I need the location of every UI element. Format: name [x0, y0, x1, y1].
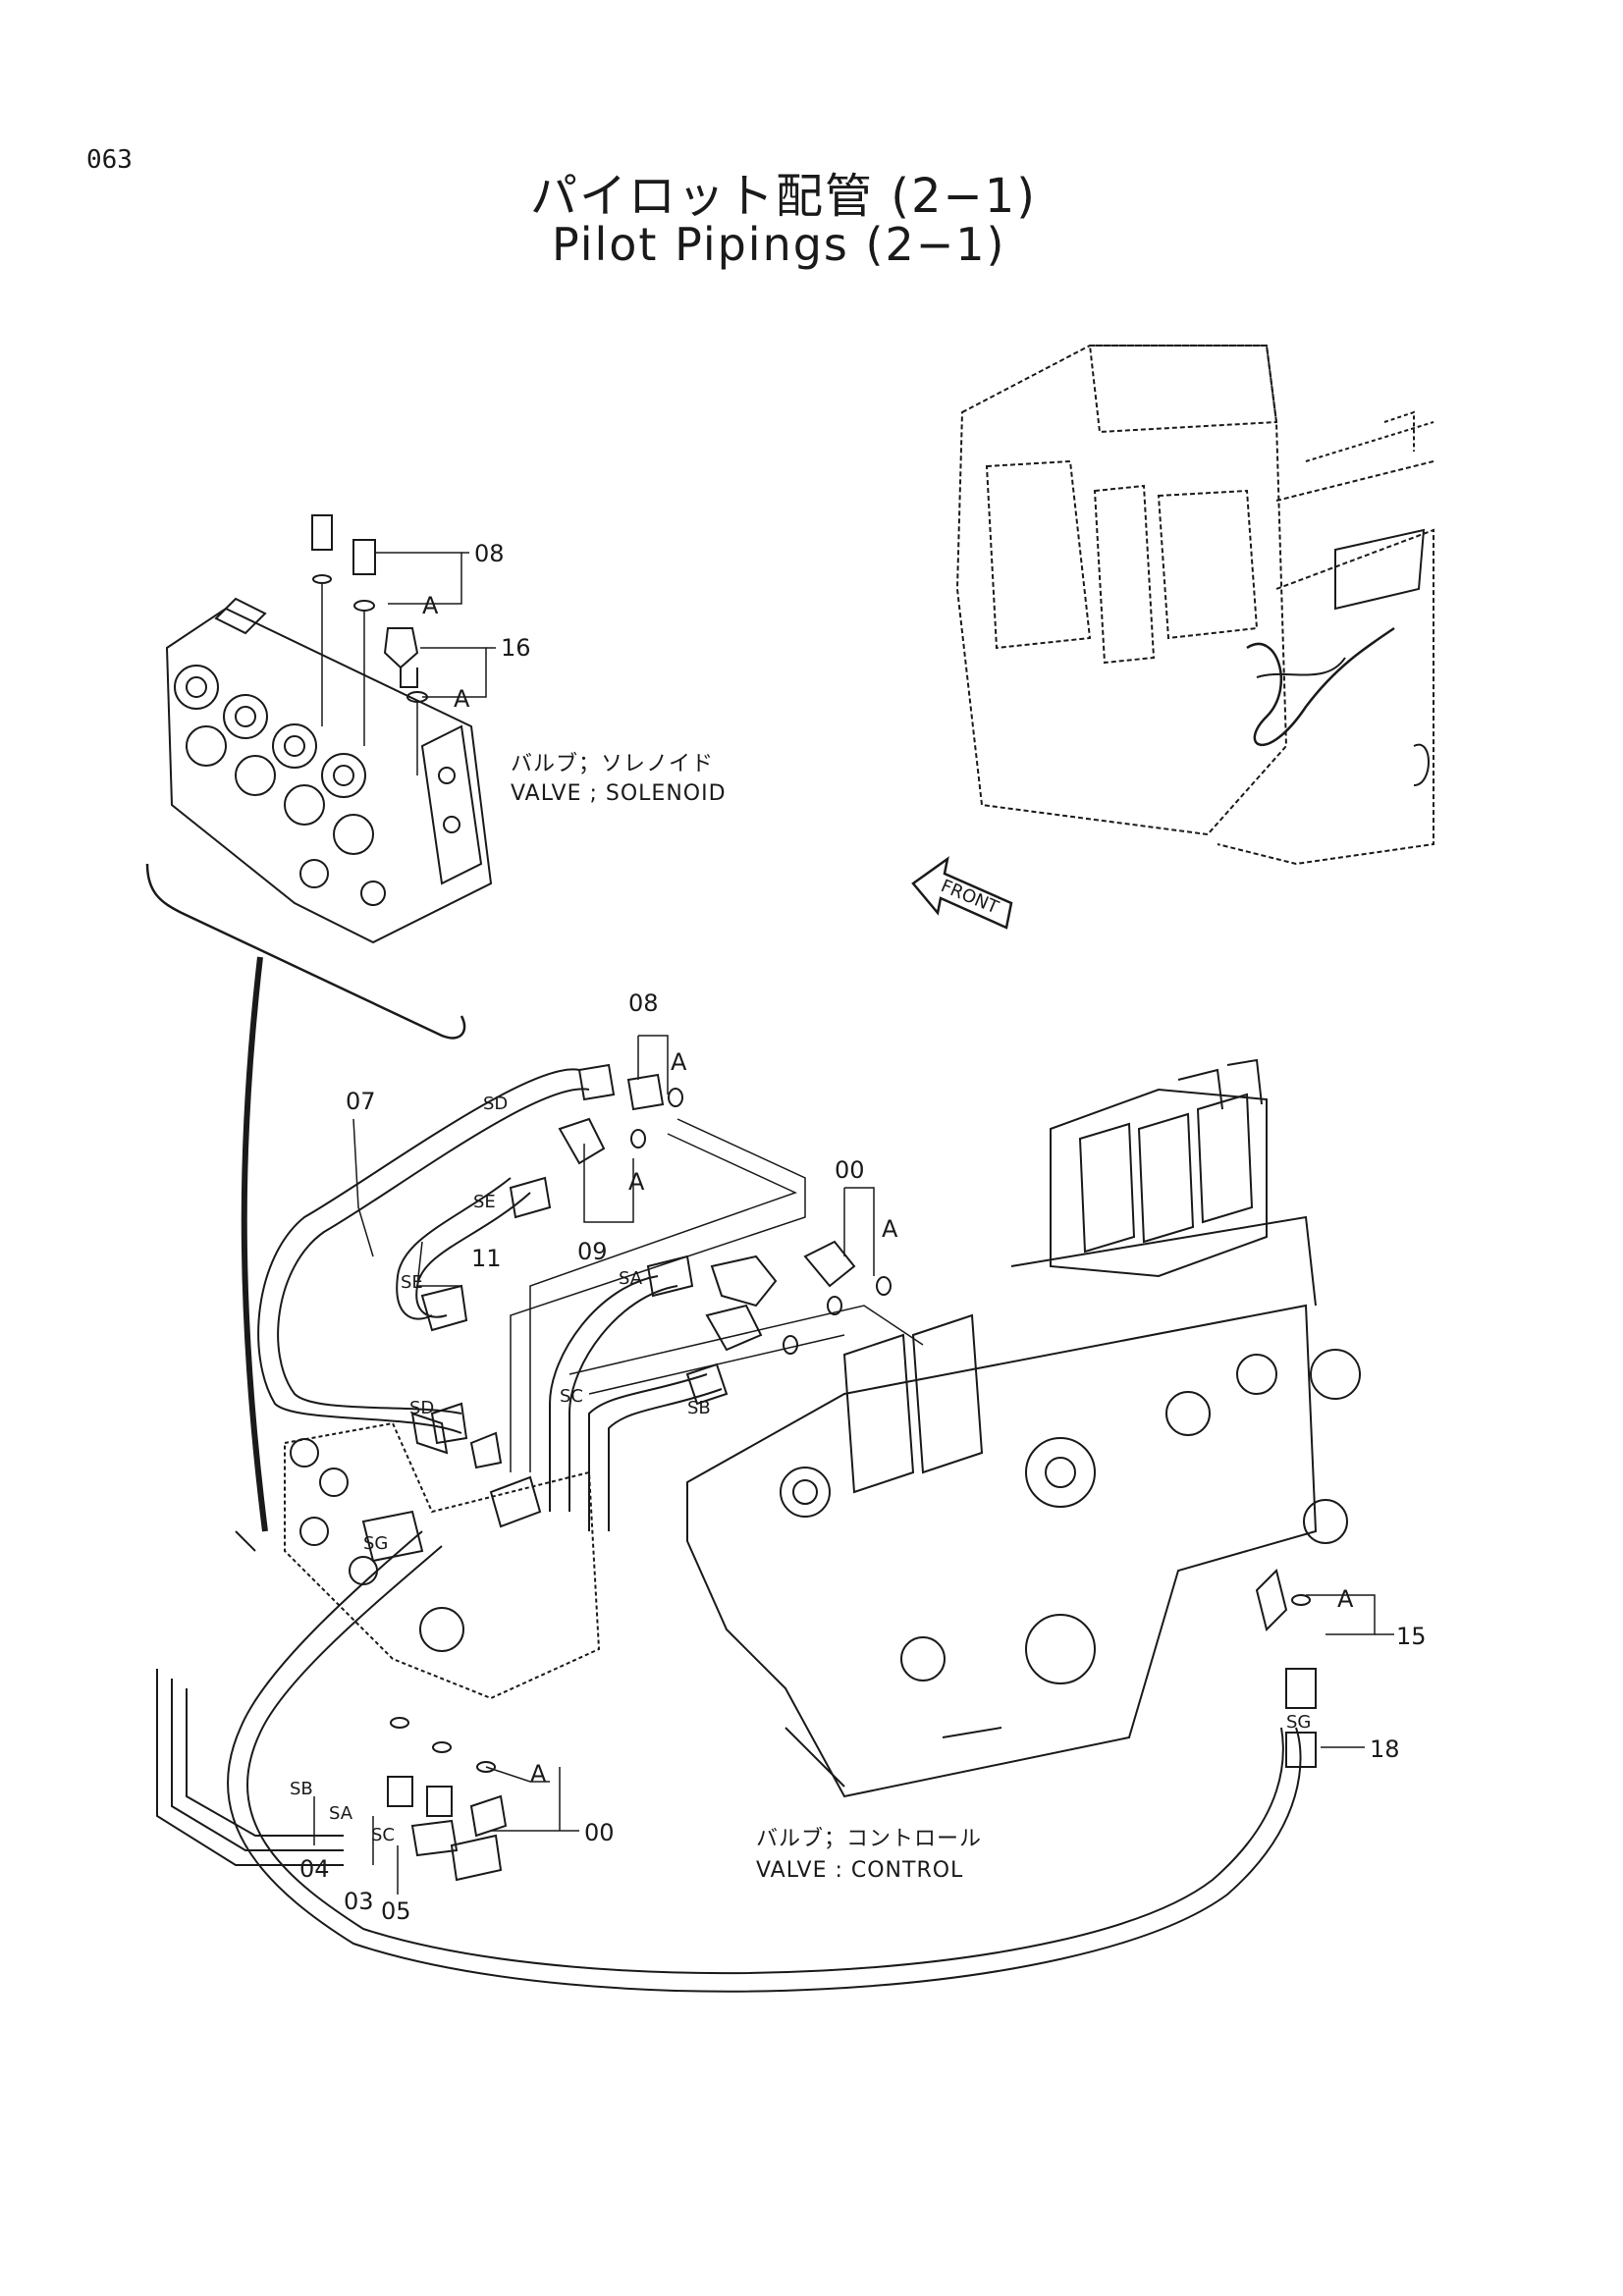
hose-tag-sc1: SC — [560, 1386, 583, 1407]
page-title-japanese: パイロット配管 (2−1) — [530, 169, 1038, 224]
hose-tag-sd2: SD — [409, 1398, 434, 1418]
fitting-elbows-mid — [361, 1063, 1317, 1882]
solenoid-valve-illustration — [145, 514, 493, 1040]
hose-tag-sg2: SG — [1286, 1712, 1311, 1733]
callout-09: 09 — [577, 1238, 608, 1265]
solenoid-valve-label-jp: バルブ；ソレノイド — [511, 752, 714, 776]
callouts-top — [375, 552, 496, 698]
hose-tag-sa1: SA — [619, 1268, 643, 1289]
solenoid-valve-base-block — [284, 1421, 601, 1700]
hose-tag-se1: SE — [473, 1192, 496, 1212]
callout-15: 15 — [1396, 1623, 1427, 1650]
control-valve-label-en: VALVE : CONTROL — [756, 1858, 963, 1883]
excavator-overview-illustration — [955, 345, 1434, 866]
hose-tag-sb2: SB — [290, 1779, 313, 1799]
callout-00-bottom: 00 — [584, 1819, 615, 1846]
hose-tag-sb1: SB — [687, 1398, 711, 1418]
page-title-english: Pilot Pipings (2−1) — [552, 218, 1006, 271]
callout-a-top1: A — [422, 592, 439, 619]
pilot-hose-lines — [156, 1068, 1302, 1993]
hose-tag-sd1: SD — [483, 1094, 508, 1114]
front-direction-arrow: FRONT — [911, 856, 1013, 930]
hose-tag-sg1: SG — [363, 1533, 388, 1554]
callout-05: 05 — [381, 1897, 411, 1925]
callout-a-top2: A — [454, 685, 470, 713]
callout-07: 07 — [346, 1088, 376, 1115]
callout-a-mid2: A — [628, 1168, 645, 1196]
solenoid-valve-label-en: VALVE ; SOLENOID — [511, 781, 727, 806]
pipe-routing-lines — [510, 1118, 924, 1472]
page-number: 063 — [86, 145, 133, 175]
hose-tag-sc2: SC — [371, 1825, 395, 1845]
callout-04: 04 — [299, 1855, 330, 1883]
control-valve-illustration — [686, 1058, 1361, 1798]
callout-03: 03 — [344, 1888, 374, 1915]
callout-a-bottom: A — [530, 1760, 547, 1788]
callout-a-mid1: A — [671, 1048, 687, 1076]
callout-16: 16 — [501, 634, 531, 662]
callouts-mid — [313, 1035, 1394, 1895]
callout-a-right: A — [1337, 1585, 1354, 1613]
hose-tag-sa2: SA — [329, 1803, 353, 1824]
callout-a-mid3: A — [882, 1215, 898, 1243]
callout-11: 11 — [471, 1245, 502, 1272]
control-valve-label-jp: バルブ；コントロール — [756, 1827, 982, 1851]
callout-00-mid: 00 — [835, 1156, 865, 1184]
callout-08-mid: 08 — [628, 989, 659, 1017]
hose-tag-se2: SE — [401, 1272, 423, 1293]
detail-link-line — [241, 956, 268, 1532]
callout-18: 18 — [1370, 1735, 1400, 1763]
callout-08-top: 08 — [474, 540, 505, 567]
